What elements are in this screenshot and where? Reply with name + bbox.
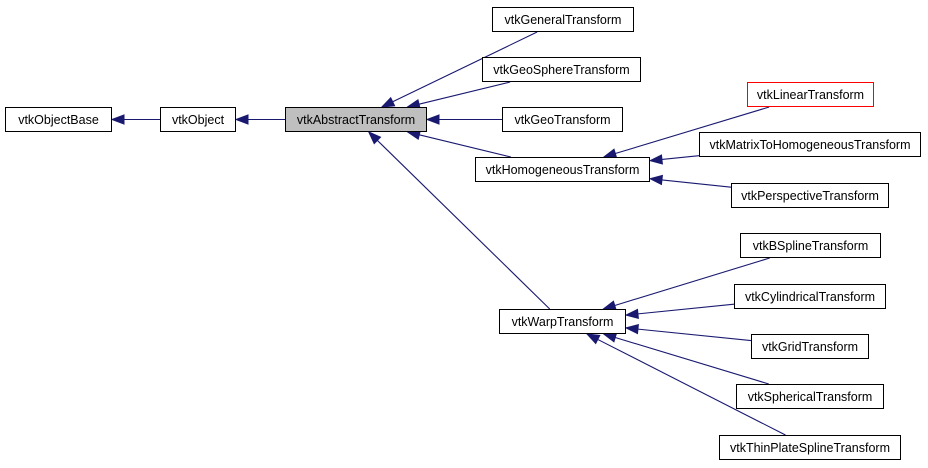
edge-cylindrical_transform-to-warp_transform bbox=[637, 303, 735, 315]
node-vtk-object[interactable]: vtkObject bbox=[160, 107, 236, 132]
arrowhead-warp_transform bbox=[585, 333, 601, 345]
edge-thin_plate_spline_transform-to-warp_transform bbox=[597, 338, 786, 436]
edge-linear_transform-to-homogeneous_transform bbox=[615, 106, 770, 155]
edge-spherical_transform-to-warp_transform bbox=[615, 336, 769, 385]
node-vtk-cylindrical-transform[interactable]: vtkCylindricalTransform bbox=[734, 284, 886, 309]
edge-warp_transform-to-abstract_transform bbox=[376, 139, 551, 310]
node-vtk-object-base[interactable]: vtkObjectBase bbox=[5, 107, 112, 132]
node-vtk-abstract-transform: vtkAbstractTransform bbox=[285, 107, 427, 132]
arrowhead-object bbox=[234, 114, 249, 125]
node-vtk-linear-transform[interactable]: vtkLinearTransform bbox=[747, 82, 874, 107]
edge-grid_transform-to-warp_transform bbox=[637, 328, 752, 342]
node-vtk-homogeneous-transform[interactable]: vtkHomogeneousTransform bbox=[475, 157, 650, 182]
node-vtk-grid-transform[interactable]: vtkGridTransform bbox=[751, 334, 869, 359]
edge-homogeneous_transform-to-abstract_transform bbox=[419, 134, 512, 158]
edge-geo_sphere_transform-to-abstract_transform bbox=[418, 81, 511, 105]
node-vtk-bspline-transform[interactable]: vtkBSplineTransform bbox=[740, 233, 881, 258]
arrowhead-abstract_transform bbox=[380, 96, 396, 108]
arrowhead-warp_transform bbox=[624, 308, 639, 320]
node-vtk-warp-transform[interactable]: vtkWarpTransform bbox=[499, 309, 626, 334]
node-vtk-spherical-transform[interactable]: vtkSphericalTransform bbox=[736, 384, 884, 409]
arrowhead-object_base bbox=[110, 114, 125, 125]
arrowhead-homogeneous_transform bbox=[648, 154, 663, 165]
node-vtk-thin-plate-spline-transform[interactable]: vtkThinPlateSplineTransform bbox=[719, 435, 901, 460]
arrowhead-homogeneous_transform bbox=[648, 174, 663, 186]
arrowhead-warp_transform bbox=[602, 332, 618, 343]
edge-bspline_transform-to-warp_transform bbox=[614, 257, 770, 307]
edge-perspective_transform-to-homogeneous_transform bbox=[661, 179, 732, 188]
edge-matrix_to_homogeneous_transform-to-homogeneous_transform bbox=[661, 155, 700, 161]
node-vtk-geo-transform[interactable]: vtkGeoTransform bbox=[502, 107, 623, 132]
edge-general_transform-to-abstract_transform bbox=[392, 31, 538, 103]
arrowhead-warp_transform bbox=[624, 323, 639, 335]
node-vtk-general-transform[interactable]: vtkGeneralTransform bbox=[492, 7, 634, 32]
node-vtk-matrix-to-homogeneous-transform[interactable]: vtkMatrixToHomogeneousTransform bbox=[699, 132, 921, 157]
arrowhead-abstract_transform bbox=[367, 131, 382, 145]
node-vtk-geo-sphere-transform[interactable]: vtkGeoSphereTransform bbox=[482, 57, 641, 82]
arrowhead-abstract_transform bbox=[425, 114, 440, 125]
node-vtk-perspective-transform[interactable]: vtkPerspectiveTransform bbox=[731, 183, 889, 208]
